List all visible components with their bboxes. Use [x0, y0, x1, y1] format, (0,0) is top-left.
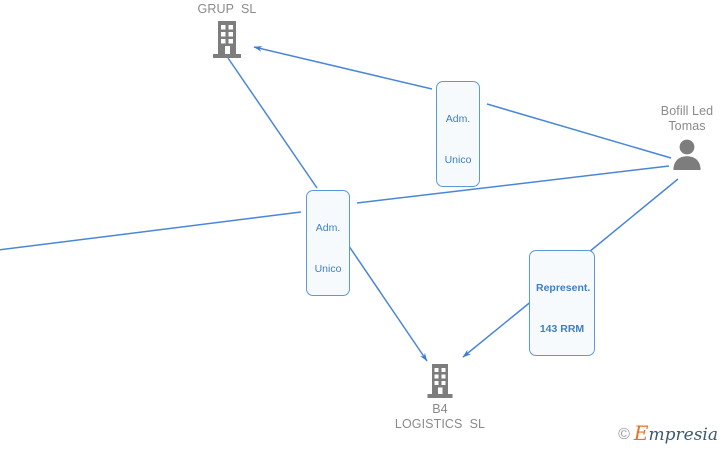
node-label-b4-line2: LOGISTICS SL: [394, 417, 486, 431]
edge-label-line2: Unico: [314, 262, 342, 275]
brand-initial: E: [633, 421, 649, 445]
brand-rest: mpresia: [648, 425, 719, 445]
brand-wordmark: Empresia: [634, 423, 719, 445]
edge-label-line1: Adm.: [315, 222, 341, 234]
copyright-icon: ©: [618, 425, 630, 443]
person-icon: [673, 139, 701, 170]
edge-label-adm-unico-top[interactable]: Adm. Unico: [436, 81, 480, 187]
node-person-bofill-led-tomas[interactable]: Bofill Led Tomas: [617, 104, 728, 171]
edge-label-line2: 143 RRM: [539, 322, 585, 335]
edge-label-line1: Adm.: [445, 113, 471, 125]
edge-label-represent-143rrm[interactable]: Represent. 143 RRM: [529, 250, 595, 356]
edge-label-line2: Unico: [444, 153, 472, 166]
node-label-person-line2: Tomas: [668, 119, 706, 133]
edge-label-line1: Represent.: [536, 282, 591, 294]
edge-person-to-grup: [253, 46, 672, 159]
edge-label-adm-unico-mid[interactable]: Adm. Unico: [306, 190, 350, 296]
node-label-grup: GRUP SL: [197, 2, 257, 16]
node-company-grup[interactable]: GRUP SL: [157, 2, 297, 59]
edge-person-to-offscreen-left: [0, 165, 670, 251]
node-label-person-line1: Bofill Led: [660, 104, 714, 118]
empresia-watermark: © Empresia: [618, 423, 719, 445]
company-building-icon: [213, 21, 241, 58]
company-building-icon: [427, 364, 453, 398]
node-label-b4-line1: B4: [432, 402, 448, 416]
node-company-b4-logistics[interactable]: B4 LOGISTICS SL: [370, 363, 510, 432]
edge-grup-to-b4: [227, 57, 428, 362]
